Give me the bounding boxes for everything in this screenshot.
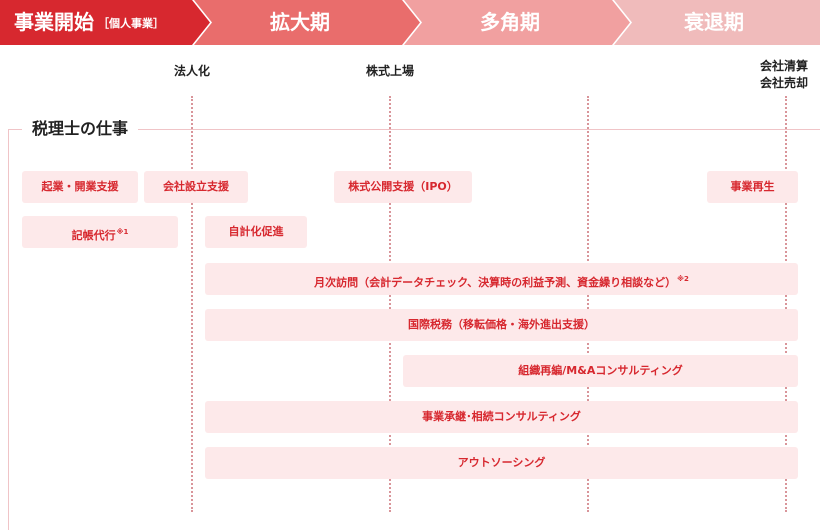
stage-expansion-arrow: [194, 0, 420, 45]
guide-line-diversification: [587, 96, 589, 512]
stage-expansion: 拡大期: [194, 0, 420, 45]
milestone-listing: 株式上場: [365, 64, 414, 78]
milestone-exit: 会社清算 会社売却: [748, 58, 820, 92]
guide-line-listing: [389, 96, 391, 512]
task-reorganization: 組織再編/M&Aコンサルティング: [403, 355, 798, 387]
stage-expansion-label: 拡大期: [270, 10, 330, 34]
task-monthly-visit: 月次訪問（会計データチェック、決算時の利益予測、資金繰り相談など）※2: [205, 263, 798, 295]
stage-decline: 衰退期: [614, 0, 820, 45]
task-business-revival: 事業再生: [707, 171, 798, 203]
task-ipo-support: 株式公開支援（IPO）: [334, 171, 472, 203]
stage-startup-arrow: [0, 0, 210, 45]
stage-diversification-arrow: [404, 0, 630, 45]
stage-decline-label: 衰退期: [684, 10, 744, 34]
task-bookkeeping: 記帳代行※1: [22, 216, 178, 248]
stage-startup-title: 事業開始: [14, 10, 94, 34]
section-frame: [8, 129, 820, 530]
stage-startup: 事業開始 ［個人事業］: [0, 0, 210, 45]
task-outsourcing: アウトソーシング: [205, 447, 798, 479]
milestone-incorporation: 法人化: [173, 64, 210, 78]
stage-decline-arrow: [614, 0, 820, 45]
stage-diversification: 多角期: [404, 0, 630, 45]
task-monthly-visit-label: 月次訪問（会計データチェック、決算時の利益予測、資金繰り相談など）: [314, 276, 677, 289]
stage-startup-sub: ［個人事業］: [98, 17, 164, 30]
milestone-exit-liquidation: 会社清算: [759, 59, 808, 73]
task-company-setup: 会社設立支援: [144, 171, 248, 203]
task-monthly-visit-note: ※2: [677, 275, 689, 283]
milestone-exit-sale: 会社売却: [759, 76, 808, 90]
task-self-accounting: 自計化促進: [205, 216, 307, 248]
stage-startup-label: 事業開始 ［個人事業］: [14, 0, 164, 45]
task-startup-support: 起業・開業支援: [22, 171, 138, 203]
task-succession: 事業承継･相続コンサルティング: [205, 401, 798, 433]
stage-diversification-label: 多角期: [480, 10, 540, 34]
section-title: 税理士の仕事: [22, 119, 139, 139]
guide-line-exit: [785, 96, 787, 512]
task-bookkeeping-label: 記帳代行: [71, 229, 116, 242]
task-bookkeeping-note: ※1: [116, 228, 129, 236]
task-international-tax: 国際税務（移転価格・海外進出支援）: [205, 309, 798, 341]
guide-line-incorporation: [191, 96, 193, 512]
